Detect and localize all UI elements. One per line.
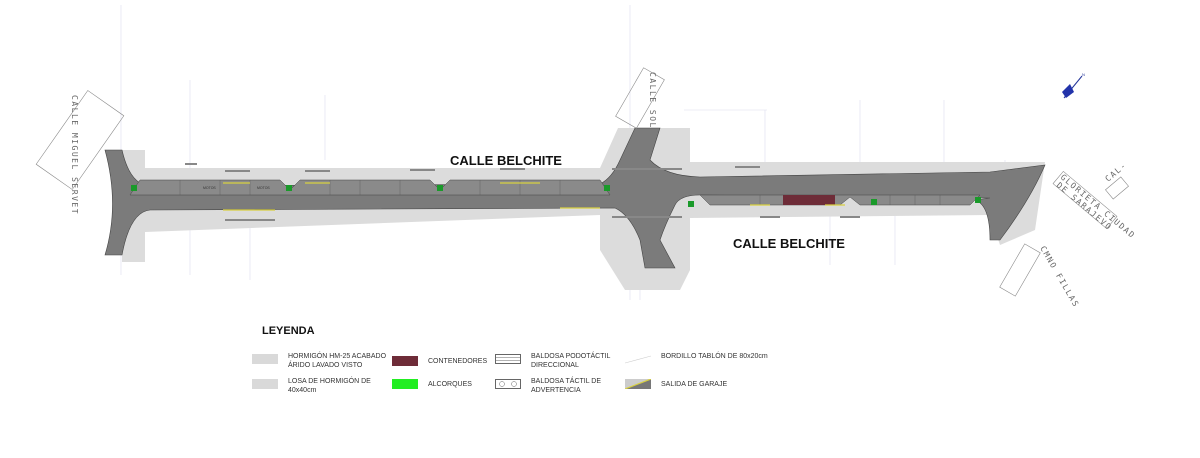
legend-item-losa: LOSA DE HORMIGÓN DE 40x40cm (252, 377, 388, 395)
concrete-swatch (252, 354, 278, 364)
garage-exits (223, 182, 845, 211)
container-area (783, 195, 835, 205)
parking-label-motos: MOTOS (257, 186, 270, 190)
legend-item-hormigon: HORMIGÓN HM-25 ACABADO ÁRIDO LAVADO VIST… (252, 352, 388, 370)
legend-item-contenedores: CONTENEDORES (392, 354, 487, 366)
property-lines (120, 5, 1006, 300)
tree-pits (131, 185, 981, 207)
container-swatch (392, 356, 418, 366)
street-label-cmno-fillas: CMNO FILLAS (1038, 245, 1081, 310)
warning-tile-icon (495, 379, 521, 389)
slab-swatch (252, 379, 278, 389)
north-arrow-icon: N (1062, 72, 1085, 99)
garage-exit-icon (625, 379, 651, 389)
svg-text:N: N (1082, 72, 1085, 77)
street-label-miguel-servet: CALLE MIGUEL SERVET (70, 95, 79, 215)
directional-tile-icon (495, 354, 521, 364)
legend: LEYENDA HORMIGÓN HM-25 ACABADO ÁRIDO LAV… (250, 322, 770, 402)
legend-item-salida-garaje: SALIDA DE GARAJE (625, 377, 771, 389)
legend-item-podotactil: BALDOSA PODOTÁCTIL DIRECCIONAL (495, 352, 619, 370)
street-name-boxes (35, 67, 1129, 297)
street-title-top: CALLE BELCHITE (450, 153, 562, 168)
street-label-cal: CAL- (1104, 160, 1129, 183)
tactile-strips (185, 163, 860, 221)
parking-label-motos: MOTOS (203, 186, 216, 190)
tree-pit-swatch (392, 379, 418, 389)
street-label-sol: CALLE SOL (648, 72, 657, 129)
legend-item-alcorques: ALCORQUES (392, 377, 486, 389)
legend-item-bordillo: BORDILLO TABLÓN DE 80x20cm (625, 352, 771, 364)
legend-title: LEYENDA (262, 325, 315, 337)
sidewalk (122, 128, 1045, 290)
street-title-bottom: CALLE BELCHITE (733, 236, 845, 251)
curb-line-icon (625, 355, 651, 364)
legend-item-tactil-advertencia: BALDOSA TÁCTIL DE ADVERTENCIA (495, 377, 619, 395)
